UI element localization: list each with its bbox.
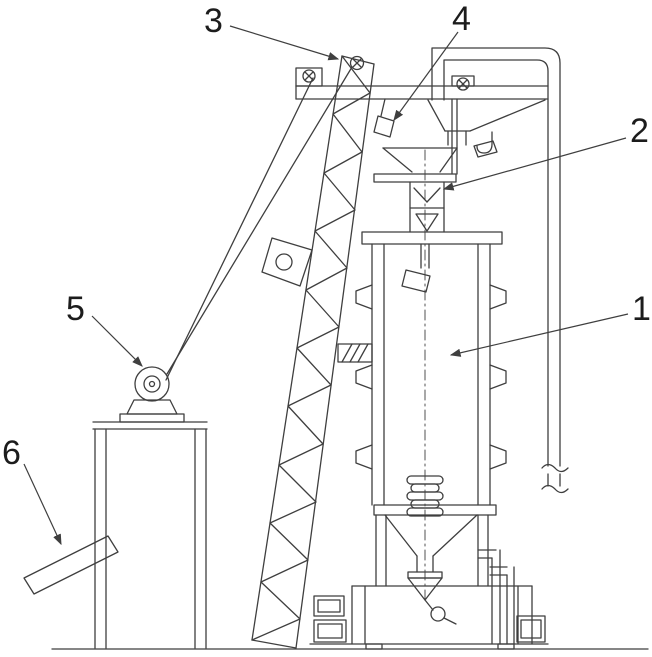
part-number-4: 4 <box>452 0 471 38</box>
hook-icon <box>476 131 493 154</box>
control-box <box>313 619 347 643</box>
hoist-cable <box>165 77 314 381</box>
machine-foot <box>365 643 383 650</box>
stirring-paddle <box>401 269 431 293</box>
exhaust-pipe <box>431 47 569 494</box>
collecting-funnel <box>427 99 546 158</box>
label-5: 5 <box>66 290 143 367</box>
pulley-wheel-icon <box>134 366 170 402</box>
discharge-valve <box>407 571 457 625</box>
tower-lug <box>355 444 373 470</box>
tower-bottom-flange <box>373 504 497 516</box>
tower-lug <box>355 364 373 390</box>
gusset-plate <box>261 237 313 287</box>
beam-bracket-right <box>451 75 475 87</box>
base-machinery <box>309 549 549 650</box>
bellows <box>406 475 444 517</box>
part-number-3: 3 <box>204 2 223 40</box>
label-4: 4 <box>393 0 471 121</box>
tower-lug <box>489 444 507 470</box>
machine-foot <box>497 643 515 650</box>
part-number-1: 1 <box>632 290 651 328</box>
pipe-break-icon <box>541 484 569 494</box>
tower-lug <box>489 284 507 310</box>
bottom-pipes <box>477 549 515 645</box>
label-1: 1 <box>449 290 651 357</box>
leader-line-6 <box>23 463 62 546</box>
tower-lug <box>355 284 373 310</box>
deflector-plate <box>473 140 498 158</box>
bolt-icon <box>302 69 316 83</box>
furnace-tower <box>337 149 507 601</box>
pipe-break-icon <box>541 463 569 473</box>
machine-linework <box>23 47 649 650</box>
leader-line-5 <box>91 315 143 367</box>
control-box <box>313 595 345 617</box>
discharge-chute <box>23 535 119 595</box>
labels-and-leaders: 1 2 3 4 5 6 <box>2 0 651 546</box>
sheave-bracket-left <box>295 67 323 87</box>
leader-line-2 <box>442 137 627 191</box>
truss-bracing <box>251 55 371 641</box>
feed-hopper <box>373 98 458 233</box>
label-2: 2 <box>442 112 649 191</box>
label-6: 6 <box>2 434 62 546</box>
part-number-2: 2 <box>630 112 649 150</box>
leader-line-1 <box>449 313 629 357</box>
hatched-support-block <box>337 343 373 363</box>
tower-top-flange <box>361 231 503 245</box>
feed-gate-flap <box>373 98 395 138</box>
bolt-icon <box>456 77 470 91</box>
label-3: 3 <box>204 2 340 61</box>
side-box <box>516 615 546 643</box>
leader-line-4 <box>393 31 459 121</box>
part-number-6: 6 <box>2 434 21 472</box>
part-number-5: 5 <box>66 290 85 328</box>
top-beam-assembly <box>295 55 549 100</box>
leader-line-3 <box>229 25 340 61</box>
guide-pulley-assembly <box>92 366 208 649</box>
valve-handwheel-icon <box>430 606 446 622</box>
boom-truss <box>165 55 375 649</box>
tower-lug <box>489 364 507 390</box>
hoist-cable <box>166 66 353 375</box>
pulley-mount <box>126 399 178 415</box>
